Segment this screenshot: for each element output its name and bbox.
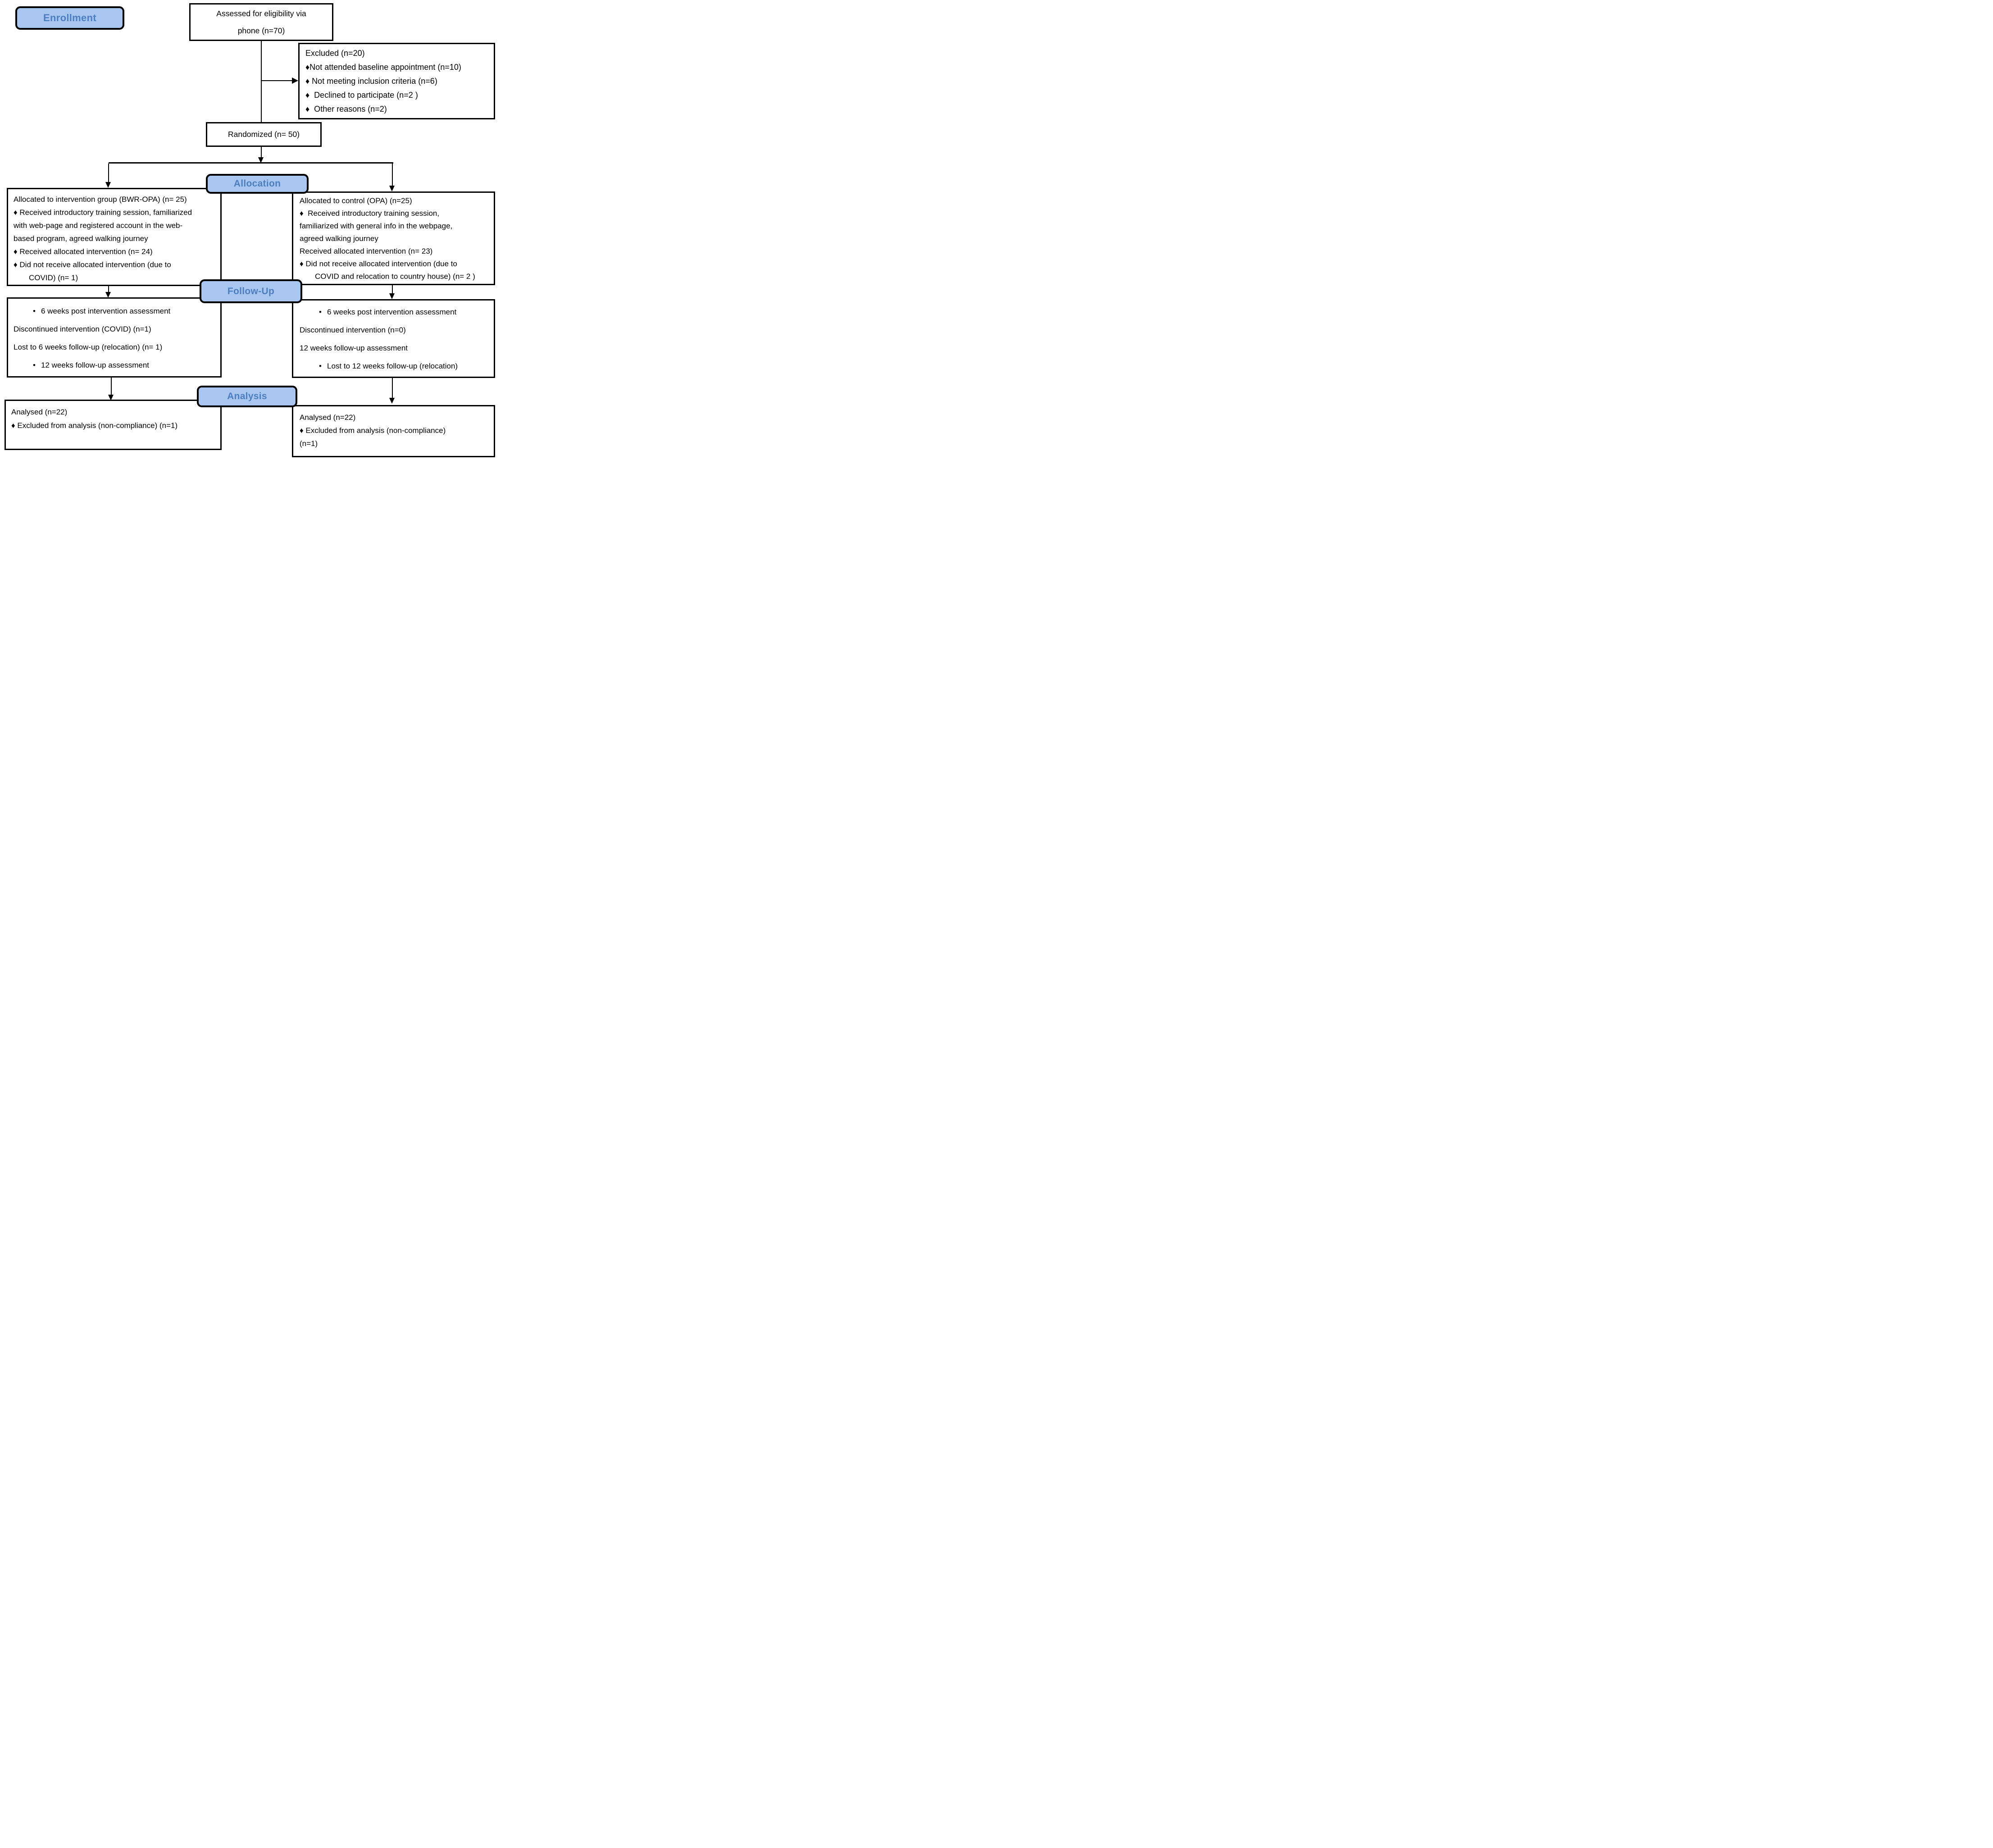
allocation-left-item: ♦ Received introductory training session… [14,208,192,217]
line-followup-to-analysis-right [392,378,393,398]
bullet-icon: • [319,362,322,370]
randomized-box: Randomized (n= 50) [206,122,322,147]
randomized-text: Randomized (n= 50) [228,130,300,139]
arrowhead-to-excluded-icon [292,77,298,84]
eligibility-box: Assessed for eligibility via phone (n=70… [189,3,333,41]
analysis-left-title: Analysed (n=22) [11,408,68,416]
allocation-right-item: COVID and relocation to country house) (… [315,272,475,281]
analysis-right-title: Analysed (n=22) [300,413,356,422]
arrowhead-followup-right-icon [389,293,395,299]
line-followup-to-analysis-left [111,378,112,395]
arrowhead-analysis-left-icon [108,395,114,401]
excluded-item: ♦ Not meeting inclusion criteria (n=6) [305,77,437,86]
followup-left-item: • 12 weeks follow-up assessment [14,356,220,374]
excluded-item: ♦ Declined to participate (n=2 ) [305,91,418,100]
followup-left-item: Discontinued intervention (COVID) (n=1) [14,325,151,333]
allocation-right-item: ♦ Received introductory training session… [300,209,440,218]
followup-left-item-text: 12 weeks follow-up assessment [41,361,150,369]
allocation-left-item: with web-page and registered account in … [14,221,183,230]
eligibility-line: Assessed for eligibility via [216,9,306,18]
analysis-right-item: ♦ Excluded from analysis (non-compliance… [300,426,446,435]
arrowhead-followup-left-icon [105,292,111,298]
allocation-intervention-box: Allocated to intervention group (BWR-OPA… [7,188,222,286]
consort-flow-diagram: Enrollment Allocation Follow-Up Analysis… [0,0,498,462]
followup-right-item-text: 6 weeks post intervention assessment [327,308,457,316]
followup-intervention-box: • 6 weeks post intervention assessment Di… [7,297,222,378]
allocation-left-title: Allocated to intervention group (BWR-OPA… [14,195,187,204]
line-allocation-to-followup-left [108,286,109,292]
allocation-right-item: ♦ Did not receive allocated intervention… [300,259,457,268]
allocation-right-item: agreed walking journey [300,234,378,243]
stage-label-follow-up: Follow-Up [200,279,302,303]
followup-left-item: Lost to 6 weeks follow-up (relocation) (… [14,343,163,351]
followup-left-item-text: 6 weeks post intervention assessment [41,307,171,315]
allocation-right-item: familiarized with general info in the we… [300,222,453,230]
stage-label-allocation: Allocation [206,174,309,194]
allocation-control-box: Allocated to control (OPA) (n=25) ♦ Rece… [292,191,495,285]
arrowhead-control-icon [389,186,395,191]
excluded-title: Excluded (n=20) [305,49,365,58]
followup-right-item: • 6 weeks post intervention assessment [300,303,494,321]
allocation-left-item: ♦ Did not receive allocated intervention… [14,260,171,269]
arrowhead-analysis-right-icon [389,398,395,404]
line-randomized-to-branch [261,147,262,158]
stage-label-analysis: Analysis [197,386,297,407]
line-eligibility-to-randomized [261,41,262,123]
followup-left-item: • 6 weeks post intervention assessment [14,302,220,320]
arrowhead-randomized-icon [258,157,264,163]
arrowhead-intervention-icon [105,182,111,188]
excluded-item: ♦Not attended baseline appointment (n=10… [305,63,461,72]
analysis-right-item: (n=1) [300,439,318,448]
excluded-item: ♦ Other reasons (n=2) [305,105,387,114]
followup-right-item: 12 weeks follow-up assessment [300,344,408,352]
eligibility-line: phone (n=70) [237,26,285,35]
allocation-left-item: COVID) (n= 1) [29,273,78,282]
bullet-icon: • [33,361,36,369]
allocation-left-item: based program, agreed walking journey [14,234,148,243]
analysis-left-item: ♦ Excluded from analysis (non-compliance… [11,421,178,430]
followup-right-item-text: Lost to 12 weeks follow-up (relocation) [327,362,458,370]
followup-control-box: • 6 weeks post intervention assessment Di… [292,299,495,378]
line-branch-to-intervention [108,164,109,182]
line-to-excluded [262,80,292,81]
allocation-right-item: Received allocated intervention (n= 23) [300,247,433,255]
branch-line [109,162,393,164]
followup-right-item: • Lost to 12 weeks follow-up (relocation) [300,357,494,375]
analysis-intervention-box: Analysed (n=22) ♦ Excluded from analysis… [5,400,222,450]
allocation-left-item: ♦ Received allocated intervention (n= 24… [14,247,153,256]
followup-right-item: Discontinued intervention (n=0) [300,326,406,334]
line-branch-to-control [392,164,393,186]
stage-label-enrollment: Enrollment [15,6,124,30]
excluded-box: Excluded (n=20) ♦Not attended baseline a… [298,43,495,119]
bullet-icon: • [319,308,322,316]
allocation-right-title: Allocated to control (OPA) (n=25) [300,196,412,205]
analysis-control-box: Analysed (n=22) ♦ Excluded from analysis… [292,405,495,457]
line-allocation-to-followup-right [392,285,393,294]
bullet-icon: • [33,307,36,315]
